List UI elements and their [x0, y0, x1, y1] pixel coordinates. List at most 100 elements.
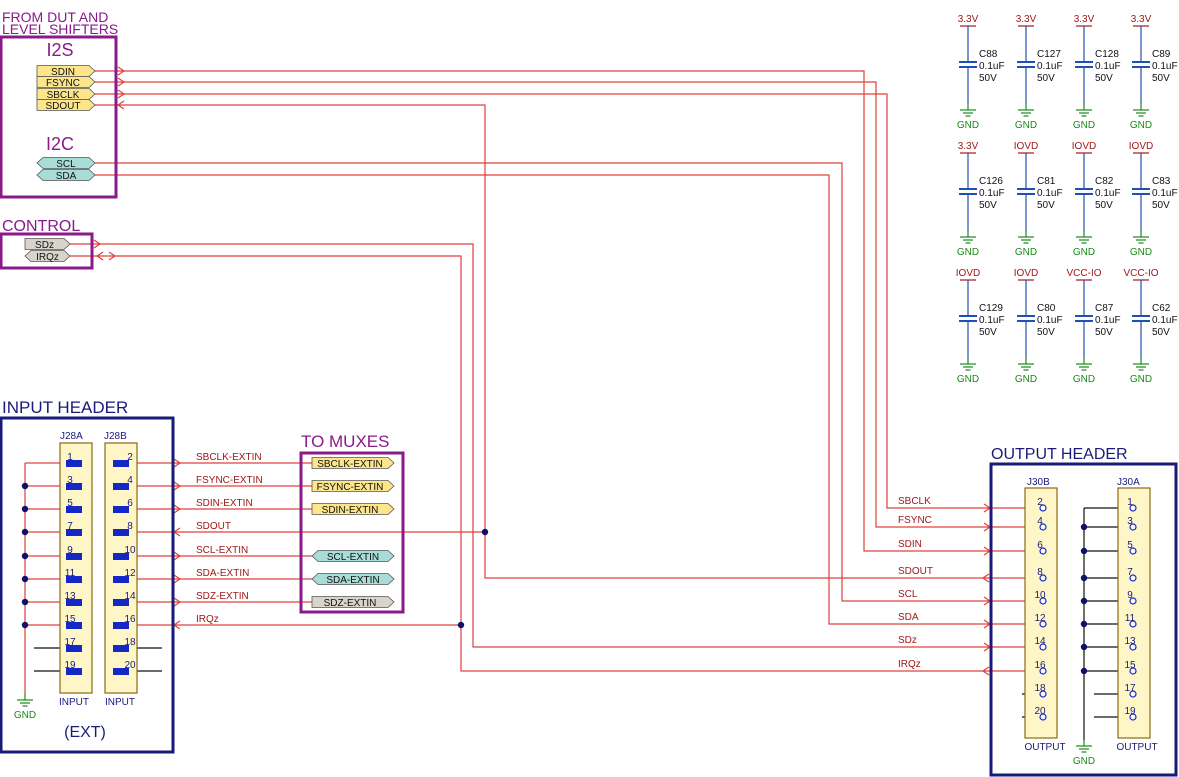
j28a-ref: J28A: [60, 431, 83, 442]
j30-gnd-label: GND: [1073, 756, 1095, 767]
j30b-ref: J30B: [1027, 477, 1050, 488]
cap-c89-rail: 3.3V: [1131, 14, 1152, 25]
j30a-pin-1: 1: [1127, 497, 1133, 508]
cap-c87-voltage: 50V: [1095, 327, 1113, 338]
j28a-gnd-junction: [21, 482, 29, 490]
cap-c88-gnd-label: GND: [957, 120, 979, 131]
cap-c81-ref: C81: [1037, 176, 1056, 187]
mux-port-sda-extin-label: SDA-EXTIN: [326, 575, 379, 586]
port-scl-label: SCL: [56, 159, 76, 170]
j28a-pad-5: [66, 506, 82, 513]
j28a-pin-5: 5: [67, 498, 73, 509]
port-sdz: [24, 238, 71, 250]
cap-c62-gnd-label: GND: [1130, 374, 1152, 385]
j28a-pad-11: [66, 576, 82, 583]
net-out-sdin: SDIN: [898, 539, 922, 550]
dut-title-line2: LEVEL SHIFTERS: [2, 21, 118, 37]
input-header-title: INPUT HEADER: [2, 398, 128, 417]
cap-c83-ref: C83: [1152, 176, 1171, 187]
port-fsync-label: FSYNC: [46, 78, 80, 89]
j30a-pin-circle-15: [1129, 667, 1137, 675]
cap-c127-ref: C127: [1037, 49, 1061, 60]
mux-port-sbclk-extin-label: SBCLK-EXTIN: [317, 459, 383, 470]
j28a-part: INPUT: [59, 697, 89, 708]
port-irqz-label: IRQz: [36, 252, 59, 263]
j30b-pin-20: 20: [1034, 706, 1046, 717]
arrow-head: [173, 481, 182, 491]
cap-c126-value: 0.1uF: [979, 188, 1005, 199]
j28b-pad-16: [113, 622, 129, 629]
j28a-gnd-junction: [21, 575, 29, 583]
j28b-pin-16: 16: [124, 614, 136, 625]
j30a-pin-circle-17: [1129, 690, 1137, 698]
j28b-pin-6: 6: [127, 498, 133, 509]
cap-c128-rail: 3.3V: [1074, 14, 1095, 25]
cap-c62-voltage: 50V: [1152, 327, 1170, 338]
mux-port-sdz-extin-label: SDZ-EXTIN: [324, 598, 377, 609]
dut-title-line1: FROM DUT AND: [2, 9, 108, 25]
net-out-fsync: FSYNC: [898, 515, 932, 526]
net-in-scl-extin: SCL-EXTIN: [196, 545, 248, 556]
cap-c126-gnd-label: GND: [957, 247, 979, 258]
j30b-pin-circle-4: [1039, 523, 1047, 531]
port-sdout: [36, 99, 96, 111]
wire-irqz: [70, 255, 990, 672]
j30b-pin-6: 6: [1037, 540, 1043, 551]
port-sdin-label: SDIN: [51, 67, 75, 78]
cap-c82-ref: C82: [1095, 176, 1114, 187]
output-header-title: OUTPUT HEADER: [991, 446, 1128, 463]
cap-c129-ref: C129: [979, 303, 1003, 314]
port-sdz-label: SDz: [35, 240, 54, 251]
j28a-gnd-junction: [21, 505, 29, 513]
cap-c62-rail: VCC-IO: [1124, 268, 1159, 279]
j30b-pin-8: 8: [1037, 567, 1043, 578]
j28a-pad-19: [66, 668, 82, 675]
cap-c89-gnd-label: GND: [1130, 120, 1152, 131]
cap-c80-ref: C80: [1037, 303, 1056, 314]
j28b-pad-2: [113, 460, 129, 467]
arrow-head: [173, 504, 182, 514]
muxes-title: TO MUXES: [301, 432, 389, 451]
net-in-sdout: SDOUT: [196, 521, 231, 532]
arrow-head: [116, 100, 125, 110]
mux-port-sdin-extin: [311, 503, 395, 515]
j28b-ref: J28B: [104, 431, 127, 442]
port-fsync: [36, 76, 96, 88]
j28b-pad-4: [113, 483, 129, 490]
j30b-pin-2: 2: [1037, 497, 1043, 508]
arrow-head: [173, 551, 182, 561]
cap-c81-gnd-label: GND: [1015, 247, 1037, 258]
j30b-pin-16: 16: [1034, 660, 1046, 671]
arrow-head: [117, 66, 126, 76]
j28-gnd-label: GND: [14, 710, 36, 721]
j28a-pad-13: [66, 599, 82, 606]
j30b-pin-10: 10: [1034, 590, 1046, 601]
muxes-frame: [299, 451, 405, 614]
cap-c89-ref: C89: [1152, 49, 1171, 60]
j30b-pin-circle-20: [1039, 713, 1047, 721]
j28a-pin-11: 11: [65, 568, 76, 579]
control-frame: [0, 232, 94, 270]
cap-c88-ref: C88: [979, 49, 998, 60]
cap-c87-ref: C87: [1095, 303, 1114, 314]
dut-frame: [0, 35, 118, 199]
j28a-pad-1: [66, 460, 82, 467]
cap-c87-gnd-label: GND: [1073, 374, 1095, 385]
net-out-sdz: SDz: [898, 635, 917, 646]
port-sda: [36, 169, 96, 181]
j30a-gnd-junction: [1080, 523, 1088, 531]
net-out-sbclk: SBCLK: [898, 496, 931, 507]
port-sbclk: [36, 88, 96, 100]
net-out-sda: SDA: [898, 612, 919, 623]
net-out-irqz: IRQz: [898, 659, 921, 670]
cap-c80-value: 0.1uF: [1037, 315, 1063, 326]
cap-c126-voltage: 50V: [979, 200, 997, 211]
cap-c128-gnd-label: GND: [1073, 120, 1095, 131]
output-header-frame: [989, 462, 1178, 777]
cap-c127-gnd-label: GND: [1015, 120, 1037, 131]
j30b-pin-circle-8: [1039, 574, 1047, 582]
j28b-part: INPUT: [105, 697, 135, 708]
cap-c87-value: 0.1uF: [1095, 315, 1121, 326]
cap-c127-value: 0.1uF: [1037, 61, 1063, 72]
cap-c89-value: 0.1uF: [1152, 61, 1178, 72]
